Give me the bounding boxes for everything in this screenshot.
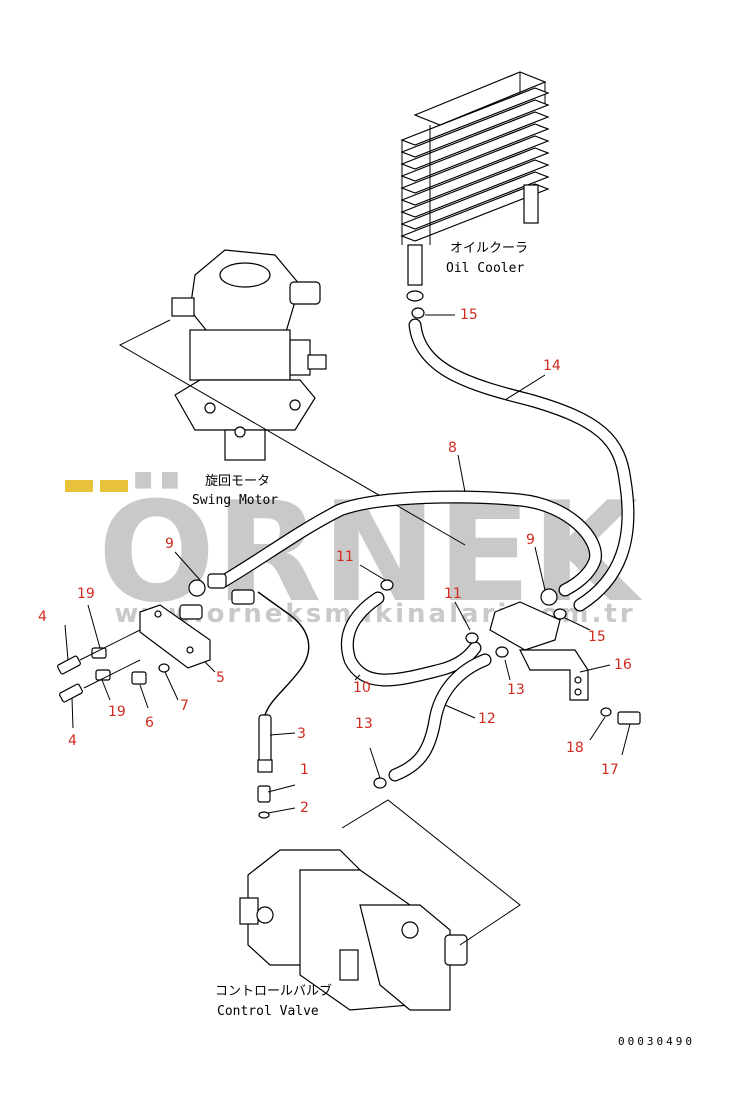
swing-motor-label-en: Swing Motor — [192, 493, 278, 508]
part-number-16: 16 — [614, 657, 632, 673]
watermark-accent-left — [65, 480, 93, 492]
leader-lines — [64, 314, 631, 814]
part-number-4: 4 — [38, 609, 47, 625]
bracket-16-drawing — [489, 601, 589, 701]
control-valve-drawing: コントロールバルブ Control Valve — [215, 849, 468, 1019]
part-number-6: 6 — [145, 715, 154, 731]
part-number-5: 5 — [216, 670, 225, 686]
part-number-7: 7 — [180, 698, 189, 714]
part-numbers: 1 2 3 4 4 5 6 7 8 9 9 10 11 11 12 13 13 … — [38, 307, 632, 816]
part-number-11: 11 — [336, 549, 354, 565]
part-number-13: 13 — [507, 682, 525, 698]
part-number-12: 12 — [478, 711, 496, 727]
part-number-3: 3 — [297, 726, 306, 742]
part-number-17: 17 — [601, 762, 619, 778]
part-number-13: 13 — [355, 716, 373, 732]
part-number-14: 14 — [543, 358, 561, 374]
part-number-2: 2 — [300, 800, 309, 816]
part-number-19: 19 — [77, 586, 95, 602]
swing-motor-label-jp: 旋回モータ — [205, 474, 270, 489]
swing-motor-drawing: 旋回モータ Swing Motor — [171, 249, 327, 508]
part-number-9: 9 — [165, 536, 174, 552]
block-5-drawing — [139, 573, 255, 669]
part-number-18: 18 — [566, 740, 584, 756]
oil-cooler-label-jp: オイルクーラ — [450, 241, 528, 256]
part-number-19: 19 — [108, 704, 126, 720]
control-valve-label-jp: コントロールバルブ — [215, 983, 332, 999]
part-number-9: 9 — [526, 532, 535, 548]
part-number-4: 4 — [68, 733, 77, 749]
part-number-10: 10 — [353, 680, 371, 696]
part-number-8: 8 — [448, 440, 457, 456]
watermark-accent-right — [100, 480, 128, 492]
part-number-15: 15 — [588, 629, 606, 645]
drawing-number: 00030490 — [618, 1035, 695, 1048]
part-number-15: 15 — [460, 307, 478, 323]
part-number-11: 11 — [444, 586, 462, 602]
part-number-1: 1 — [300, 762, 309, 778]
control-valve-label-en: Control Valve — [217, 1004, 319, 1019]
oil-cooler-label-en: Oil Cooler — [446, 261, 524, 276]
oil-cooler-drawing: オイルクーラ Oil Cooler — [400, 71, 550, 302]
